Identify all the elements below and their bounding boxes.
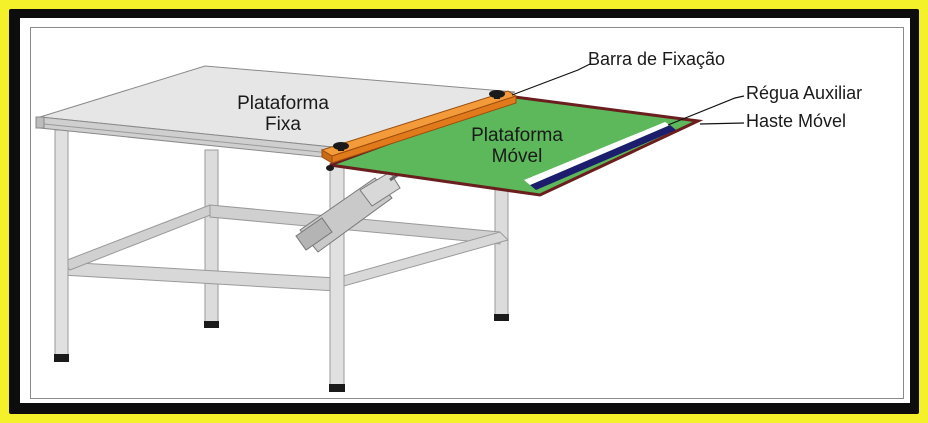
bar-knobs <box>326 90 505 171</box>
mobile-platform-label-line1: Plataforma <box>471 125 563 146</box>
inner-frame-line <box>30 27 904 399</box>
mobile-platform-label: Plataforma Móvel <box>462 125 572 168</box>
fixed-platform-label: Plataforma Fixa <box>228 93 338 136</box>
mobile-platform-label-line2: Móvel <box>491 145 543 167</box>
leader-fixing-bar <box>511 63 591 96</box>
lower-rail-right <box>335 231 509 287</box>
fixed-platform-label-line2: Fixa <box>265 113 301 135</box>
back-left-leg <box>204 149 219 323</box>
leg-feet <box>54 314 509 392</box>
leader-aux-ruler <box>667 95 745 126</box>
front-left-leg <box>54 129 69 356</box>
pneumatic-cylinder <box>295 168 406 253</box>
moving-rod-label: Haste Móvel <box>746 111 847 131</box>
aux-ruler-label: Régua Auxiliar <box>746 83 863 103</box>
front-right-leg <box>329 164 345 386</box>
fixing-bar-label: Barra de Fixação <box>588 49 726 69</box>
leader-lines <box>511 63 745 126</box>
table-frame <box>54 129 509 386</box>
lower-rail-left <box>61 204 219 271</box>
leader-moving-rod <box>699 122 745 125</box>
fixing-bar <box>320 90 518 164</box>
lower-rail-front <box>61 261 337 292</box>
fixed-platform-label-line1: Plataforma <box>237 93 329 114</box>
back-right-leg <box>494 184 509 316</box>
